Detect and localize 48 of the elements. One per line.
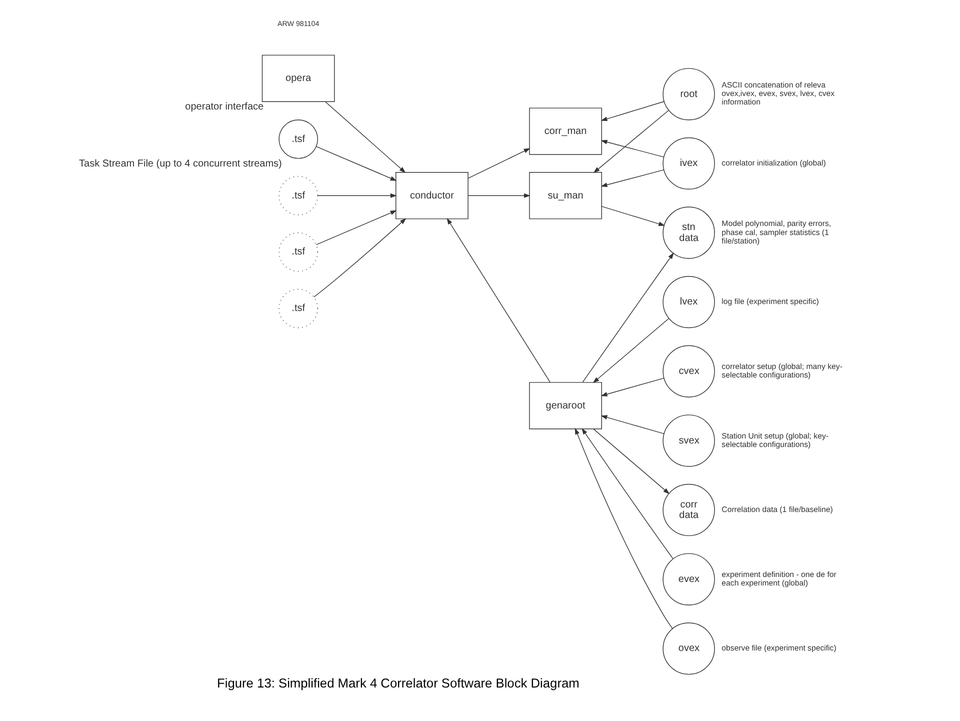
node-circle: root [662,68,714,120]
node-label: Task Stream File (up to 4 concurrent streams) [78,158,282,170]
node-label: experiment definition - one de for each experiment (global) [721,570,836,588]
arrow [467,193,530,198]
node-label: observe file (experiment specific) [721,644,836,653]
node-circle: svex [662,414,714,467]
arrow [315,210,396,246]
arrow [582,252,674,383]
arrow [592,318,669,384]
node-box: conductor [395,172,468,220]
node-label: ASCII concatenation of releva ovex,ivex, evex, svex, lvex, cvex information [721,80,834,107]
caption: Figure 13: Simplified Mark 4 Correlator Software Block Diagram [216,675,579,690]
arrow [592,110,668,174]
node-circle: .tsf [278,232,318,272]
node-label: Model polynomial, parity errors, phase cal, sampler statistics (1 file/station) [721,219,831,246]
arrow [574,428,672,629]
node-box: corr_man [528,108,602,155]
node-circle: .tsf [278,120,318,159]
node-label: correlator setup (global; many key-selectable configurations) [721,362,842,380]
arrow [324,102,406,173]
arrow [600,169,664,188]
arrow [313,218,406,298]
node-label: log file (experiment specific) [721,297,818,306]
node-circle: lvex [662,276,714,328]
arrow [581,428,673,560]
arrow [600,415,664,434]
node-circle: .tsf [278,288,318,328]
node-circle: cvex [662,345,714,398]
arrow [316,193,396,198]
node-label: correlator initialization (global) [721,158,826,168]
node-label: operator interface [184,102,264,113]
arrow [600,206,665,226]
node-circle: ivex [662,137,714,190]
node-circle: .tsf [278,176,318,216]
node-circle: ovex [662,622,714,675]
arrow [592,428,670,494]
arrow [446,218,550,383]
node-label: Correlation data (1 file/baseline) [721,504,832,514]
node-label: Station Unit setup (global; key-selectable configurations) [721,431,828,449]
arrow [600,140,664,158]
node-box: su_man [528,172,602,220]
node-box: opera [261,54,334,102]
arrow [467,148,530,179]
arrow [600,101,664,122]
arrow [600,378,664,396]
arrow [315,146,396,181]
node-circle: evex [662,553,714,606]
node-box: genaroot [528,382,602,430]
